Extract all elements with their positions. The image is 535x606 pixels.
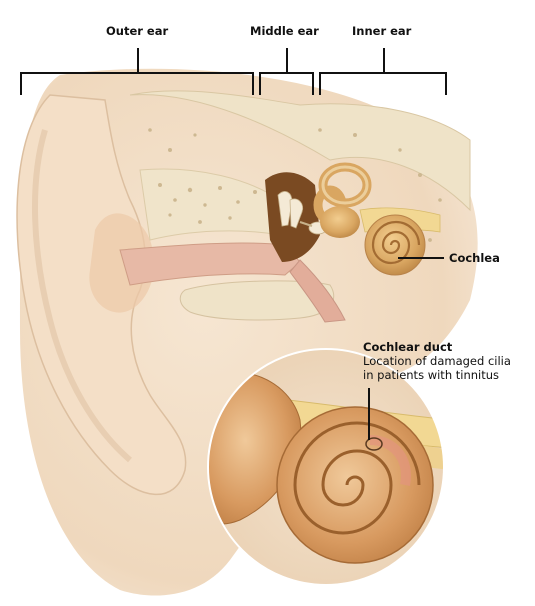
inner-ear-label: Inner ear: [352, 24, 412, 38]
zoom-inset-border: [207, 348, 445, 586]
cochlear-duct-desc-line1: Location of damaged cilia: [363, 354, 511, 368]
outer-ear-bracket: [20, 48, 254, 95]
outer-ear-label: Outer ear: [106, 24, 169, 38]
middle-ear-bracket: [259, 48, 314, 95]
eustachian-tube: [289, 259, 346, 323]
cochlea-label: Cochlea: [449, 251, 500, 265]
temporal-bone-upper: [129, 90, 471, 212]
zoom-inset: [208, 349, 444, 585]
cochlear-duct-marker: [365, 437, 383, 451]
cochlear-duct-title: Cochlear duct: [363, 340, 453, 354]
region-brackets: [20, 48, 447, 95]
temporal-bone-lower: [179, 280, 335, 321]
concha: [89, 213, 154, 313]
middle-ear-label: Middle ear: [250, 24, 319, 38]
inner-ear-bracket: [319, 48, 447, 95]
ossicles: [277, 191, 328, 235]
pinna-fold: [32, 129, 132, 463]
cochlea-spiral: [371, 220, 421, 265]
cochlear-duct-desc-line2: in patients with tinnitus: [363, 368, 500, 382]
vestibule: [320, 206, 360, 238]
